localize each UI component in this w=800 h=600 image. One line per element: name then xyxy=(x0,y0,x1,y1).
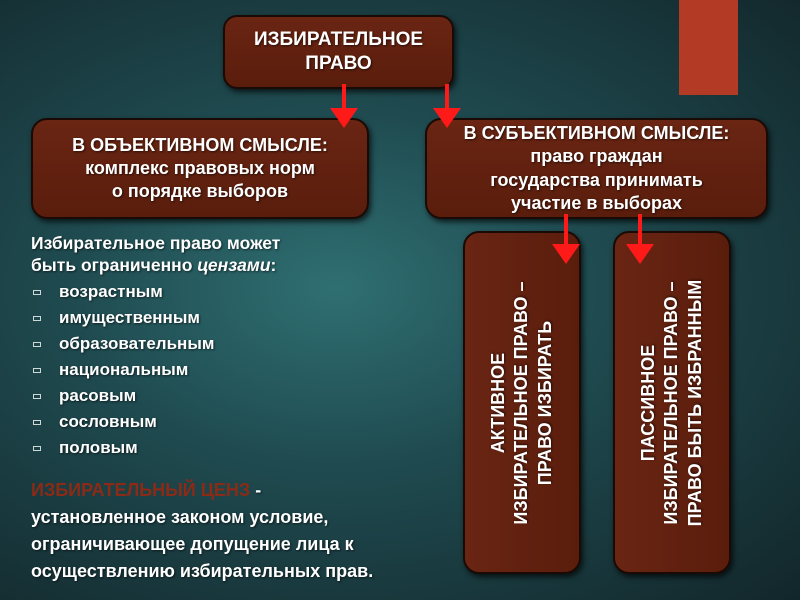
census-types-list: возрастным имущественным образовательным… xyxy=(31,279,441,461)
definition-dash: - xyxy=(250,480,262,500)
active-right-box: АКТИВНОЕ ИЗБИРАТЕЛЬНОЕ ПРАВО – ПРАВО ИЗБ… xyxy=(463,231,581,574)
decorative-accent-bar xyxy=(679,0,738,95)
passive-right-box: ПАССИВНОЕ ИЗБИРАТЕЛЬНОЕ ПРАВО – ПРАВО БЫ… xyxy=(613,231,731,574)
limits-intro-line-2: быть ограниченно цензами: xyxy=(31,254,441,276)
objective-title: В ОБЪЕКТИВНОМ СМЫСЛЕ: xyxy=(72,134,328,155)
list-item: половым xyxy=(31,435,441,461)
list-item: образовательным xyxy=(31,331,441,357)
limits-intro-suffix: : xyxy=(270,255,277,275)
censuses-list-block: Избирательное право может быть ограничен… xyxy=(31,232,441,461)
root-line-2: ПРАВО xyxy=(305,53,372,74)
limits-intro-line-1: Избирательное право может xyxy=(31,233,281,253)
list-item: расовым xyxy=(31,383,441,409)
objective-sense-box: В ОБЪЕКТИВНОМ СМЫСЛЕ: комплекс правовых … xyxy=(31,118,369,219)
definition-line-2: ограничивающее допущение лица к xyxy=(31,534,354,554)
definition-line-1: установленное законом условие, xyxy=(31,507,329,527)
subjective-title: В СУБЪЕКТИВНОМ СМЫСЛЕ: xyxy=(463,123,730,144)
limits-intro-prefix: быть ограниченно xyxy=(31,255,198,275)
arrow-root-to-subjective xyxy=(433,84,461,128)
list-item: имущественным xyxy=(31,305,441,331)
list-item: национальным xyxy=(31,357,441,383)
limits-intro-emphasis: цензами xyxy=(197,255,271,275)
subjective-line-4: участие в выборах xyxy=(510,192,682,213)
list-item: сословным xyxy=(31,409,441,435)
definition-line-3: осуществлению избирательных прав. xyxy=(31,561,374,581)
definition-term: ИЗБИРАТЕЛЬНЫЙ ЦЕНЗ xyxy=(31,480,251,500)
subjective-sense-box: В СУБЪЕКТИВНОМ СМЫСЛЕ: право граждан гос… xyxy=(425,118,768,219)
subjective-line-2: право граждан xyxy=(530,146,663,167)
arrow-root-to-objective xyxy=(330,84,358,128)
objective-line-3: о порядке выборов xyxy=(111,181,289,202)
arrow-subjective-to-passive xyxy=(626,214,654,264)
root-line-1: ИЗБИРАТЕЛЬНОЕ xyxy=(253,28,424,50)
subjective-line-3: государства принимать xyxy=(490,169,703,190)
definition-heading: ИЗБИРАТЕЛЬНЫЙ ЦЕНЗ - xyxy=(31,477,471,504)
arrow-subjective-to-active xyxy=(552,214,580,264)
root-box-electoral-law: ИЗБИРАТЕЛЬНОЕ ПРАВО xyxy=(223,15,454,89)
list-item: возрастным xyxy=(31,279,441,305)
electoral-census-definition: ИЗБИРАТЕЛЬНЫЙ ЦЕНЗ - установленное закон… xyxy=(31,477,471,585)
objective-line-2: комплекс правовых норм xyxy=(85,157,315,178)
